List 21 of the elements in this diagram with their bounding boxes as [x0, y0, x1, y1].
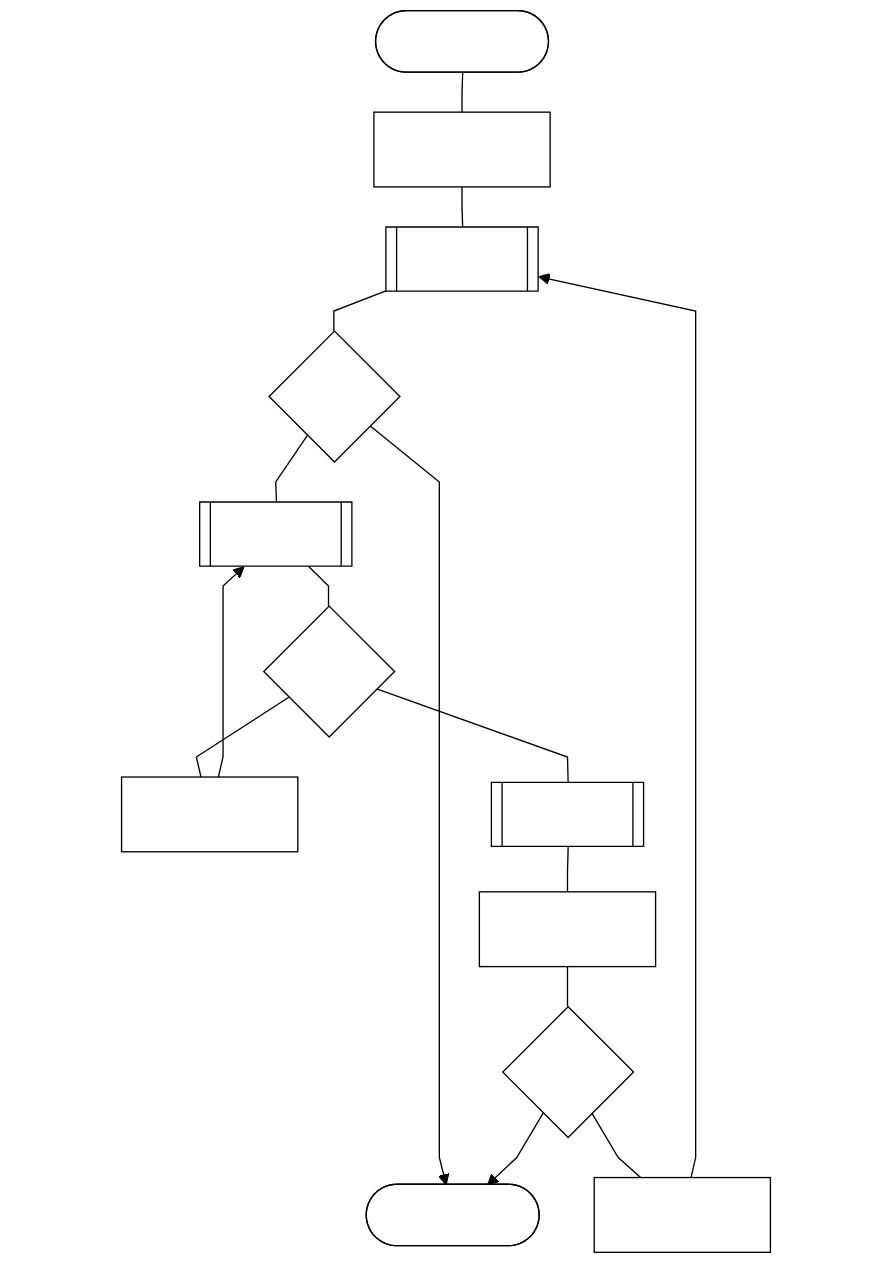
node-box [478, 891, 657, 968]
connector [195, 696, 290, 778]
node-subroutine [490, 781, 645, 848]
node-diamond [262, 605, 396, 738]
connector [308, 566, 330, 607]
node-subroutine [199, 501, 353, 567]
arrow [487, 1112, 544, 1186]
connector [333, 289, 388, 332]
connector [591, 1112, 642, 1179]
node-subroutine [385, 226, 539, 292]
connector [566, 965, 569, 1008]
node-box [120, 776, 299, 853]
node-diamond [501, 1005, 635, 1139]
connector [566, 846, 569, 893]
arrow [369, 425, 450, 1186]
node-box [373, 111, 551, 188]
node-box [593, 1176, 772, 1253]
node-diamond [268, 330, 401, 463]
arrow [538, 273, 697, 1179]
arrow [217, 566, 245, 778]
connector [461, 72, 464, 113]
